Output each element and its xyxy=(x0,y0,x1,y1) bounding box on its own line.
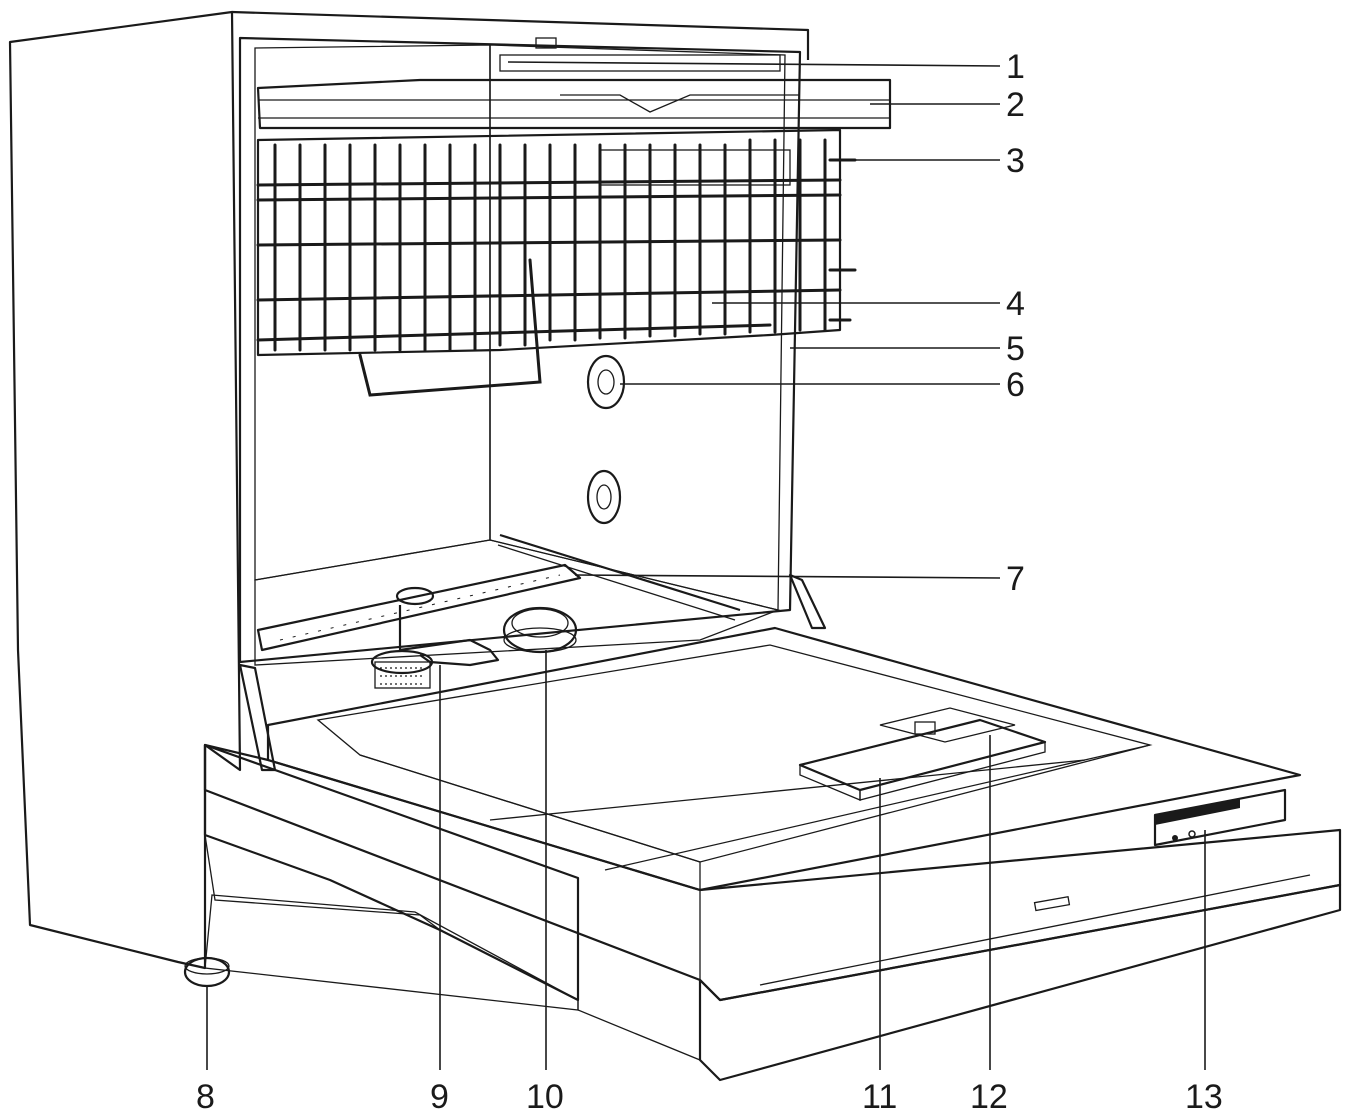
callout-2: 2 xyxy=(1006,86,1025,124)
leader-lines xyxy=(206,61,1206,1070)
rinse-aid-reservoir xyxy=(879,707,1016,743)
callout-11: 11 xyxy=(862,1078,897,1116)
door-hinges xyxy=(238,573,827,772)
salt-container xyxy=(502,606,578,654)
leader-7 xyxy=(574,574,1001,579)
data-plate xyxy=(1153,788,1287,847)
callout-6: 6 xyxy=(1006,366,1025,404)
upper-spray-arm xyxy=(586,354,626,410)
cabinet-side-panel xyxy=(8,10,810,970)
detergent-dispenser xyxy=(798,718,1047,801)
callout-9: 9 xyxy=(430,1078,449,1116)
leader-1 xyxy=(507,61,1001,67)
callout-7: 7 xyxy=(1006,560,1025,598)
callout-10: 10 xyxy=(526,1078,564,1116)
interior-tub xyxy=(238,36,802,666)
upper-basket xyxy=(256,128,857,397)
callout-4: 4 xyxy=(1006,285,1025,323)
lower-nozzle xyxy=(586,469,622,525)
callout-13: 13 xyxy=(1185,1078,1223,1116)
cabinet-base xyxy=(203,743,580,1011)
callout-1: 1 xyxy=(1006,48,1025,86)
filter-combination xyxy=(370,605,500,689)
lower-spray-arm xyxy=(256,563,582,652)
callout-5: 5 xyxy=(1006,330,1025,368)
callout-labels: 1 2 3 4 5 6 7 8 9 10 11 12 13 xyxy=(196,48,1223,1116)
open-door xyxy=(203,626,1342,1082)
adjustable-foot xyxy=(183,956,231,988)
cutlery-tray xyxy=(256,37,892,130)
callout-8: 8 xyxy=(196,1078,215,1116)
callout-12: 12 xyxy=(970,1078,1008,1116)
callout-3: 3 xyxy=(1006,142,1025,180)
